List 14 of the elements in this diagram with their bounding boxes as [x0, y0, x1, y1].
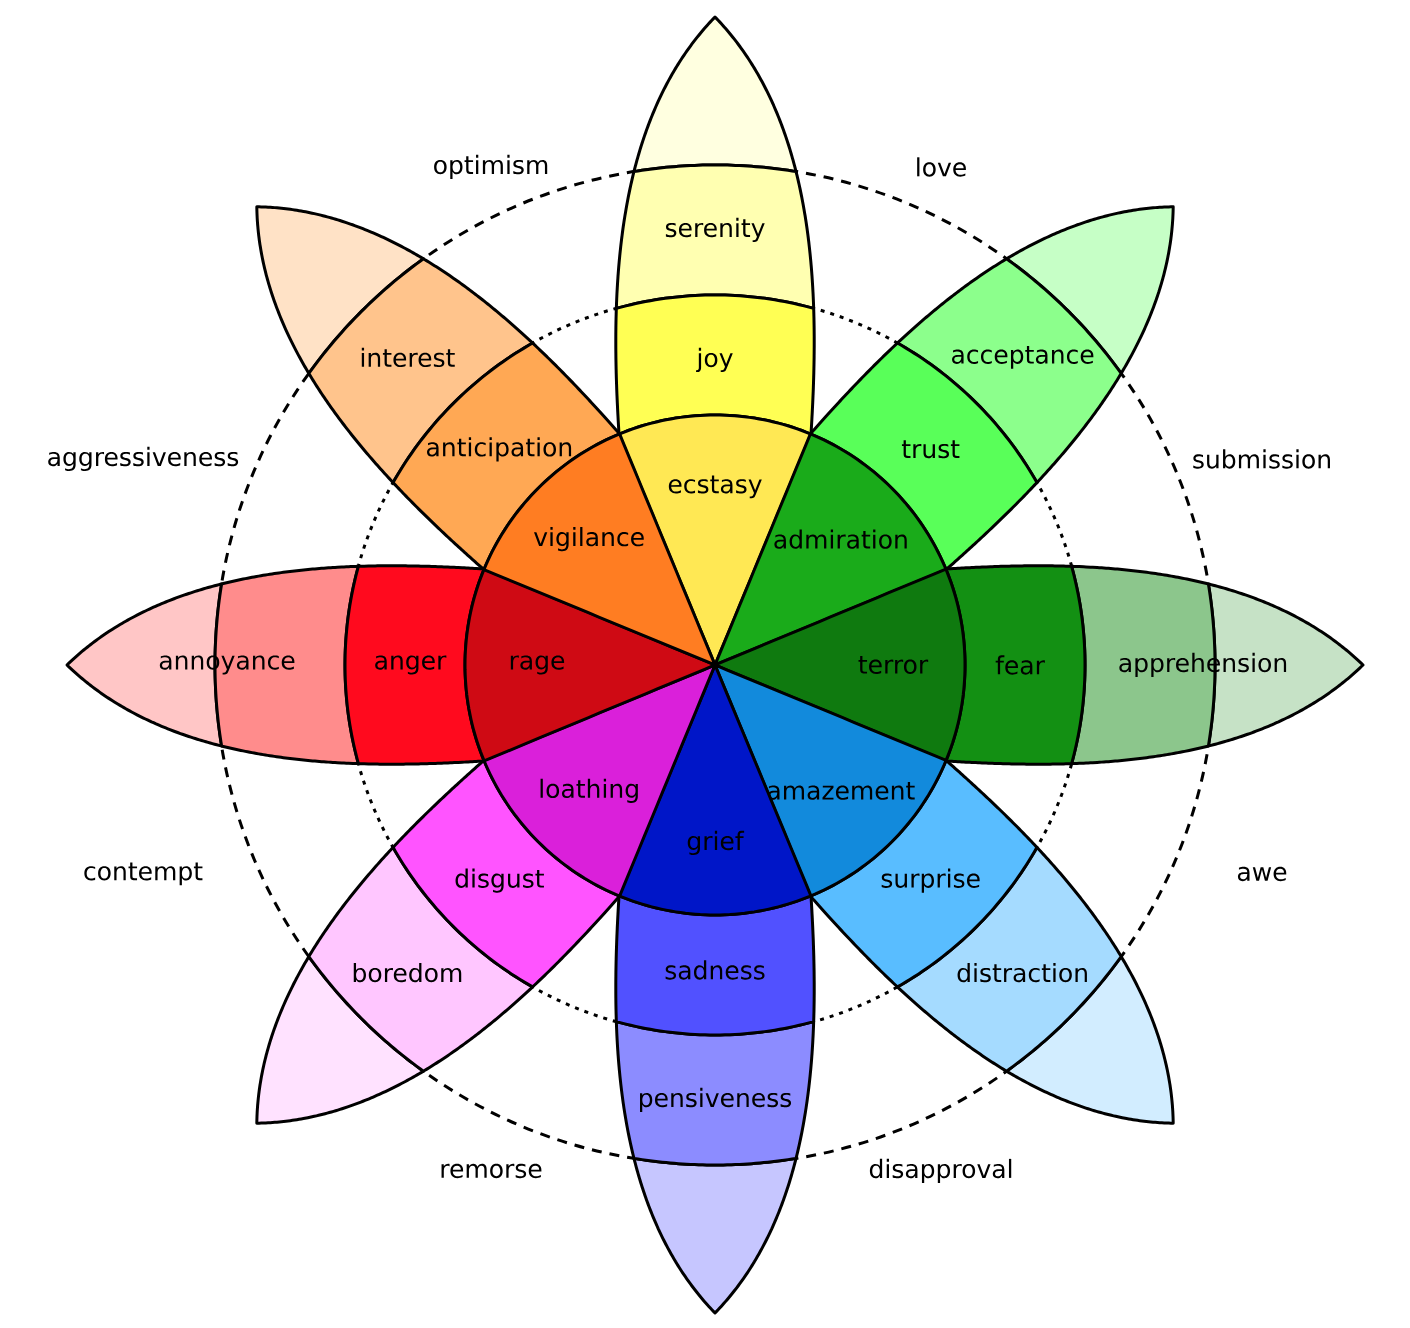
petal-band: fear: [944, 564, 1087, 766]
petal-band: terror: [713, 567, 967, 763]
petal-band: pensiveness: [614, 1020, 816, 1167]
dyad-label: submission: [1193, 449, 1330, 469]
petal-band: joy: [614, 293, 816, 436]
dyad-label: aggressiveness: [48, 446, 239, 472]
petal-band: rage: [463, 567, 717, 763]
dyad-label: love: [917, 157, 966, 177]
dyad-label: remorse: [441, 1163, 542, 1179]
dyad-label: disapproval: [869, 1158, 1012, 1184]
dyad-label: contempt: [84, 862, 203, 886]
petal-band: serenity: [614, 163, 816, 310]
dyad-label: awe: [1237, 866, 1287, 882]
dyad-label: optimism: [434, 154, 548, 180]
